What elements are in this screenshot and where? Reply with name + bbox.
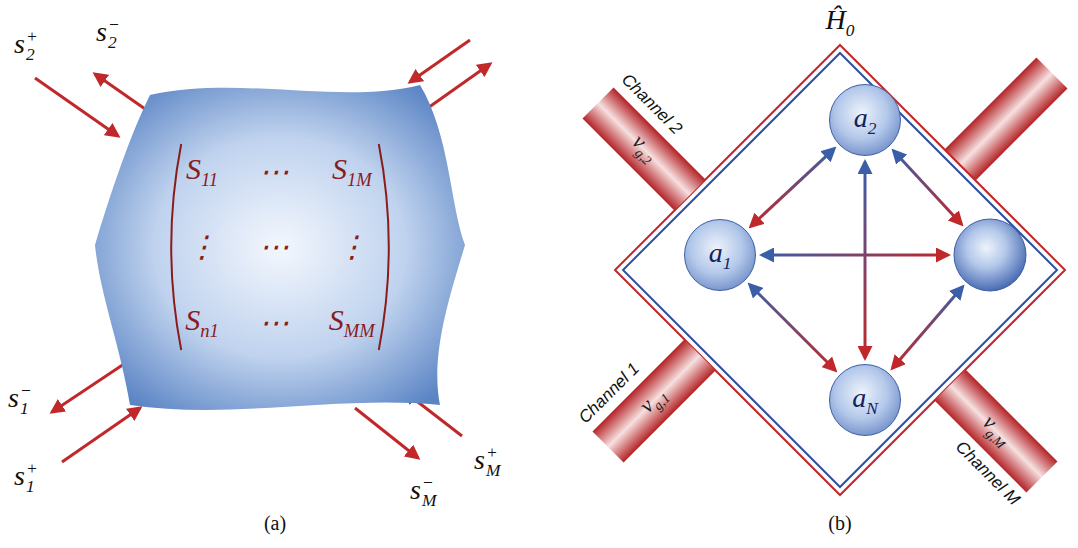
wave-amplitude-label: s1−: [8, 382, 32, 418]
scattering-region: S11 ⋯ S1M ⋮ ⋯ ⋮ Sn1 ⋯ SMM: [90, 75, 470, 420]
outgoing-wave-arrow: [52, 360, 130, 412]
matrix-bracket: [379, 144, 389, 350]
frame-inner: [623, 53, 1057, 487]
coupling-arrow: [751, 149, 835, 227]
coupling-arrow: [750, 285, 836, 371]
channel-name: Channel 1: [576, 323, 681, 428]
mode-amplitude: a2: [854, 103, 877, 138]
mode-amplitude: aN: [852, 383, 878, 418]
matrix-entry: ⋯: [259, 306, 289, 339]
outgoing-wave-arrow: [425, 64, 490, 110]
group-velocity: vg,2: [625, 130, 663, 168]
matrix-entry: ⋮: [337, 231, 367, 264]
resonator: aN: [829, 364, 901, 436]
matrix-entry: S1M: [332, 152, 372, 190]
matrix-bracket: [171, 144, 181, 350]
wave-amplitude-label: sM−: [410, 474, 436, 510]
panel-caption: (b): [828, 512, 851, 534]
matrix-entry: ⋯: [259, 155, 289, 188]
matrix-entry: ⋯: [259, 231, 289, 264]
hamiltonian-label: Ĥ0: [615, 5, 1065, 40]
wave-amplitude-label: s1+: [14, 460, 38, 496]
panel-caption: (a): [264, 512, 286, 534]
waveguide-channel: Channel 2vg,2: [582, 87, 705, 210]
resonator: a1: [684, 219, 756, 291]
matrix-entry: S11: [186, 152, 218, 190]
wave-amplitude-label: s2+: [14, 28, 38, 64]
waveguide-channel: Channel 1vg,1: [592, 339, 715, 462]
matrix-entry: SMM: [329, 304, 375, 342]
frame-outer: [615, 45, 1065, 495]
channel-name: Channel 2: [617, 71, 722, 176]
coupling-arrow: [864, 162, 867, 358]
resonator: a2: [829, 84, 901, 156]
coupling-arrow: [894, 151, 962, 224]
coupling-arrow: [892, 287, 962, 368]
channel-name: Channel M: [918, 404, 1023, 509]
matrix-entry: ⋮: [187, 231, 217, 264]
blob-shape: [95, 85, 465, 410]
s-matrix: S11 ⋯ S1M ⋮ ⋯ ⋮ Sn1 ⋯ SMM: [185, 152, 375, 342]
resonator: [954, 219, 1026, 291]
incoming-wave-arrow: [410, 40, 470, 82]
wave-amplitude-label: sM+: [474, 444, 500, 480]
group-velocity: vg,M: [975, 410, 1017, 452]
wave-amplitude-label: s2−: [96, 16, 120, 52]
port-arrows: [35, 40, 490, 462]
incoming-wave-arrow: [35, 78, 118, 136]
group-velocity: vg,1: [635, 382, 673, 420]
mode-amplitude: a1: [709, 238, 732, 273]
coupling-arrow: [762, 254, 948, 257]
waveguide-channel: [944, 57, 1067, 180]
outgoing-wave-arrow: [355, 408, 418, 458]
waveguide-channel: Channel Mvg,M: [934, 369, 1057, 492]
incoming-wave-arrow: [62, 408, 140, 462]
matrix-entry: Sn1: [185, 304, 219, 342]
